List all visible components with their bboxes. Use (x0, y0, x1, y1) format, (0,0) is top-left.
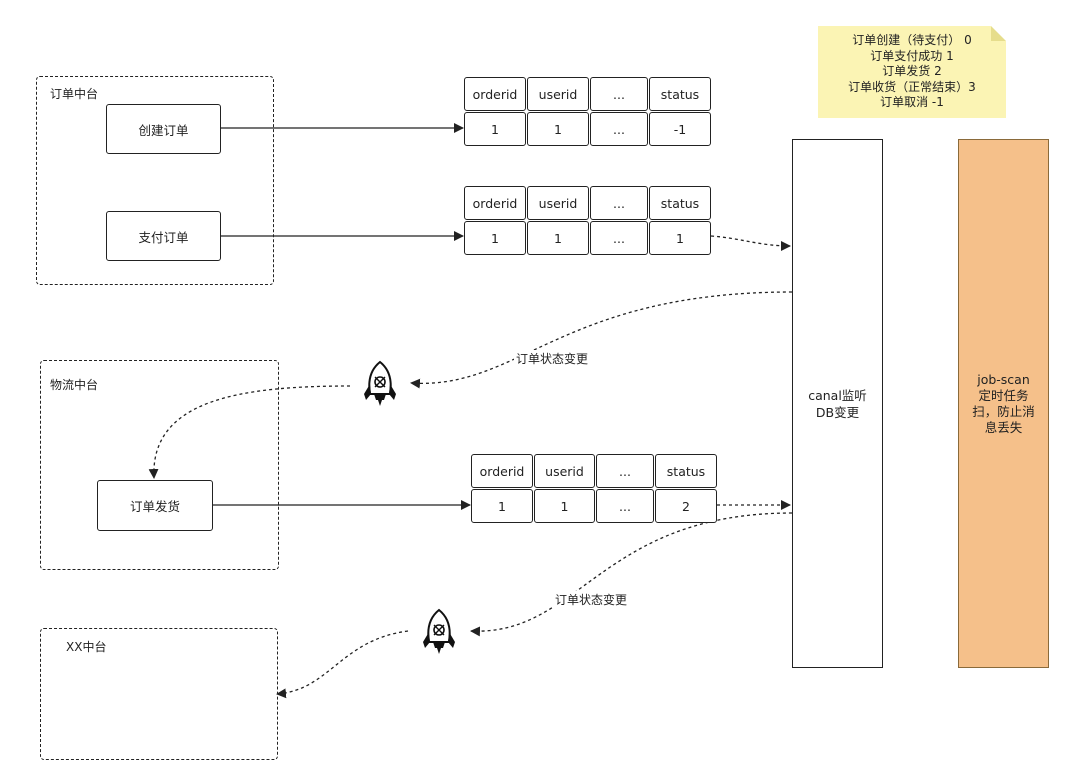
job-scan-box[interactable]: job-scan 定时任务 扫，防止消 息丢失 (958, 139, 1049, 668)
ship-order-box[interactable]: 订单发货 (97, 480, 213, 531)
table3-header-orderid: orderid (471, 454, 533, 488)
table3-cell-userid: 1 (534, 489, 595, 523)
table1-header-ellipsis: ... (590, 77, 648, 111)
rocket-icon (364, 360, 396, 406)
job-scan-label-line2: 定时任务 (978, 387, 1029, 403)
note-line: 订单发货 2 (882, 64, 942, 78)
table2-cell-orderid: 1 (464, 221, 526, 255)
dashed-curve-canal-to-rocket-1 (410, 291, 793, 389)
table3-cell-status: 2 (655, 489, 717, 523)
job-scan-label-line1: job-scan (977, 371, 1030, 387)
region-xx-center-label: XX中台 (66, 640, 107, 654)
edge-label-status-change-1: 订单状态变更 (514, 350, 591, 367)
canal-label-line2: DB变更 (815, 404, 860, 420)
region-logistics-center-label: 物流中台 (50, 378, 99, 392)
job-scan-label-line3: 扫，防止消 (972, 403, 1035, 419)
table2-header-status: status (649, 186, 711, 220)
table1-cell-status: -1 (649, 112, 711, 146)
region-xx-center (40, 628, 278, 760)
job-scan-label-line4: 息丢失 (984, 419, 1023, 435)
status-legend-note: 订单创建（待支付） 0 订单支付成功 1 订单发货 2 订单收货（正常结束）3 … (818, 26, 1006, 118)
note-line: 订单创建（待支付） 0 (852, 33, 972, 47)
table1-cell-ellipsis: ... (590, 112, 648, 146)
table3-cell-ellipsis: ... (596, 489, 654, 523)
table1-header-status: status (649, 77, 711, 111)
note-line: 订单支付成功 1 (870, 48, 954, 63)
dashed-curve-rocket-2-to-xx (276, 630, 409, 699)
region-order-center-label: 订单中台 (50, 87, 99, 101)
table1-header-userid: userid (527, 77, 589, 111)
table1-cell-orderid: 1 (464, 112, 526, 146)
canal-label-line1: canal监听 (808, 387, 867, 403)
table1-header-orderid: orderid (464, 77, 526, 111)
rocket-icon (423, 608, 455, 654)
note-line: 订单收货（正常结束）3 (848, 79, 976, 94)
table2-cell-status: 1 (649, 221, 711, 255)
table2-header-orderid: orderid (464, 186, 526, 220)
edge-label-status-change-2: 订单状态变更 (553, 591, 630, 608)
table3-cell-orderid: 1 (471, 489, 533, 523)
table2-cell-userid: 1 (527, 221, 589, 255)
table1-cell-userid: 1 (527, 112, 589, 146)
table3-header-ellipsis: ... (596, 454, 654, 488)
region-logistics-center (40, 360, 279, 570)
note-line: 订单取消 -1 (880, 95, 944, 109)
table2-header-ellipsis: ... (590, 186, 648, 220)
table2-header-userid: userid (527, 186, 589, 220)
create-order-box[interactable]: 创建订单 (106, 104, 221, 154)
table2-cell-ellipsis: ... (590, 221, 648, 255)
table3-header-status: status (655, 454, 717, 488)
table3-header-userid: userid (534, 454, 595, 488)
pay-order-box[interactable]: 支付订单 (106, 211, 221, 261)
dashed-curve-rocket-1-to-ship (148, 385, 351, 479)
note-corner-fold (991, 26, 1006, 41)
dashed-curve-canal-to-rocket-2 (470, 512, 793, 637)
dashed-arrow-paid-to-canal (710, 235, 791, 251)
region-order-center (36, 76, 274, 285)
canal-listener-box[interactable]: canal监听 DB变更 (792, 139, 883, 668)
